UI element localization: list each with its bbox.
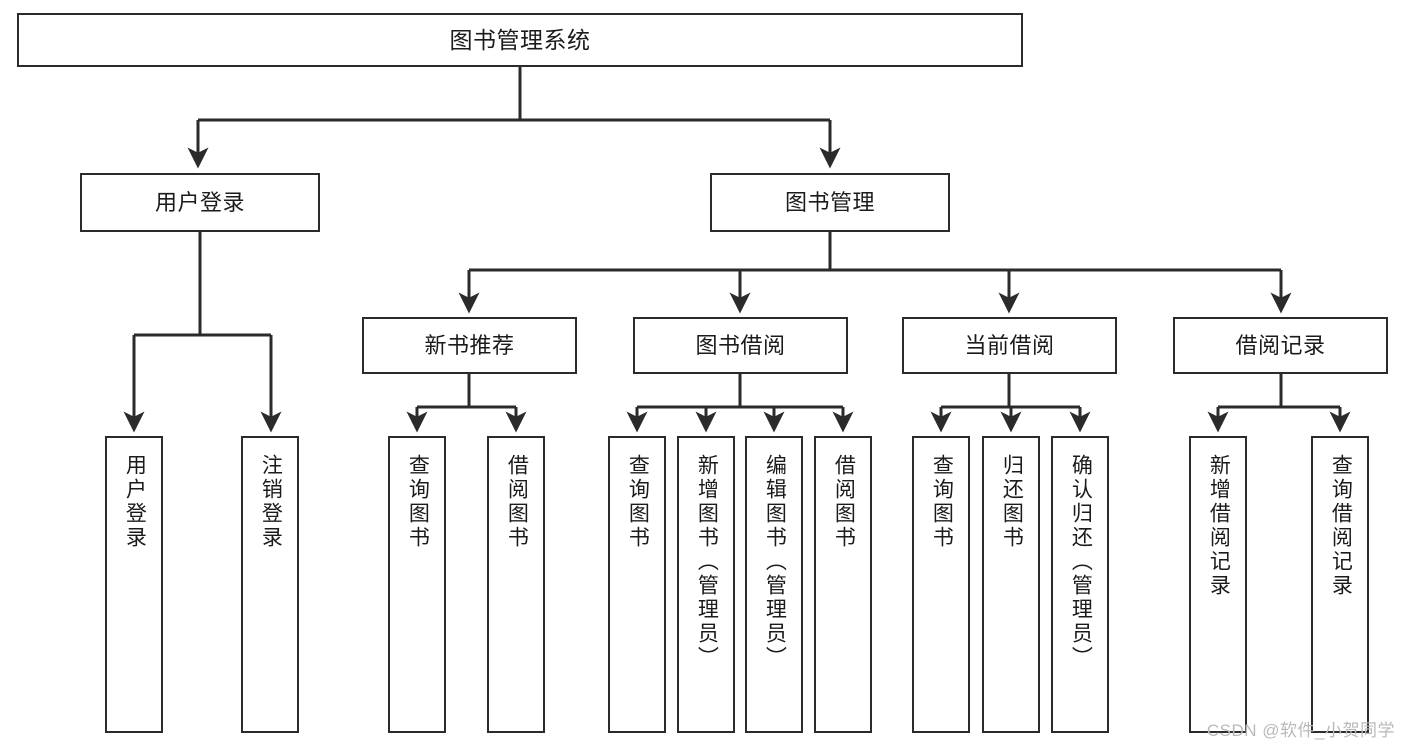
node-leaf-logout-login[interactable]: 注销登录 [241,436,299,733]
node-leaf-query-book-3-label: 查询图书 [930,454,954,550]
node-root[interactable]: 图书管理系统 [17,13,1023,67]
node-leaf-return-book-label: 归还图书 [1000,454,1024,550]
node-leaf-query-book-2-label: 查询图书 [626,454,650,550]
node-borrow-record-label: 借阅记录 [1235,332,1326,358]
node-root-label: 图书管理系统 [449,26,591,53]
node-user-login[interactable]: 用户登录 [80,173,320,232]
node-leaf-query-book-1[interactable]: 查询图书 [388,436,446,733]
node-leaf-query-borrow-record-label: 查询借阅记录 [1329,454,1353,598]
node-leaf-borrow-book-2[interactable]: 借阅图书 [814,436,872,733]
node-leaf-user-login-label: 用户登录 [123,454,147,550]
watermark: CSDN @软件_小贺同学 [1206,721,1395,740]
node-leaf-query-book-2[interactable]: 查询图书 [608,436,666,733]
node-leaf-add-book-admin-label: 新增图书（管理员） [695,454,719,670]
node-leaf-edit-book-admin[interactable]: 编辑图书（管理员） [745,436,803,733]
node-leaf-borrow-book-2-label: 借阅图书 [832,454,856,550]
node-leaf-query-book-1-label: 查询图书 [406,454,430,550]
node-borrow-record[interactable]: 借阅记录 [1173,317,1388,374]
node-book-borrow[interactable]: 图书借阅 [633,317,848,374]
node-new-book-recommend-label: 新书推荐 [424,332,515,358]
node-leaf-user-login[interactable]: 用户登录 [105,436,163,733]
node-leaf-add-borrow-record[interactable]: 新增借阅记录 [1189,436,1247,733]
node-current-borrow-label: 当前借阅 [964,332,1055,358]
node-leaf-add-book-admin[interactable]: 新增图书（管理员） [677,436,735,733]
node-book-management[interactable]: 图书管理 [710,173,950,232]
node-leaf-logout-login-label: 注销登录 [259,454,283,550]
node-leaf-query-book-3[interactable]: 查询图书 [912,436,970,733]
node-book-borrow-label: 图书借阅 [695,332,786,358]
node-user-login-label: 用户登录 [154,189,245,215]
node-leaf-confirm-return-admin-label: 确认归还（管理员） [1069,454,1093,670]
node-leaf-add-borrow-record-label: 新增借阅记录 [1207,454,1231,598]
node-leaf-return-book[interactable]: 归还图书 [982,436,1040,733]
node-leaf-edit-book-admin-label: 编辑图书（管理员） [763,454,787,670]
node-leaf-borrow-book-1-label: 借阅图书 [505,454,529,550]
node-leaf-confirm-return-admin[interactable]: 确认归还（管理员） [1051,436,1109,733]
node-book-management-label: 图书管理 [784,189,875,215]
node-new-book-recommend[interactable]: 新书推荐 [362,317,577,374]
node-leaf-borrow-book-1[interactable]: 借阅图书 [487,436,545,733]
node-current-borrow[interactable]: 当前借阅 [902,317,1117,374]
node-leaf-query-borrow-record[interactable]: 查询借阅记录 [1311,436,1369,733]
